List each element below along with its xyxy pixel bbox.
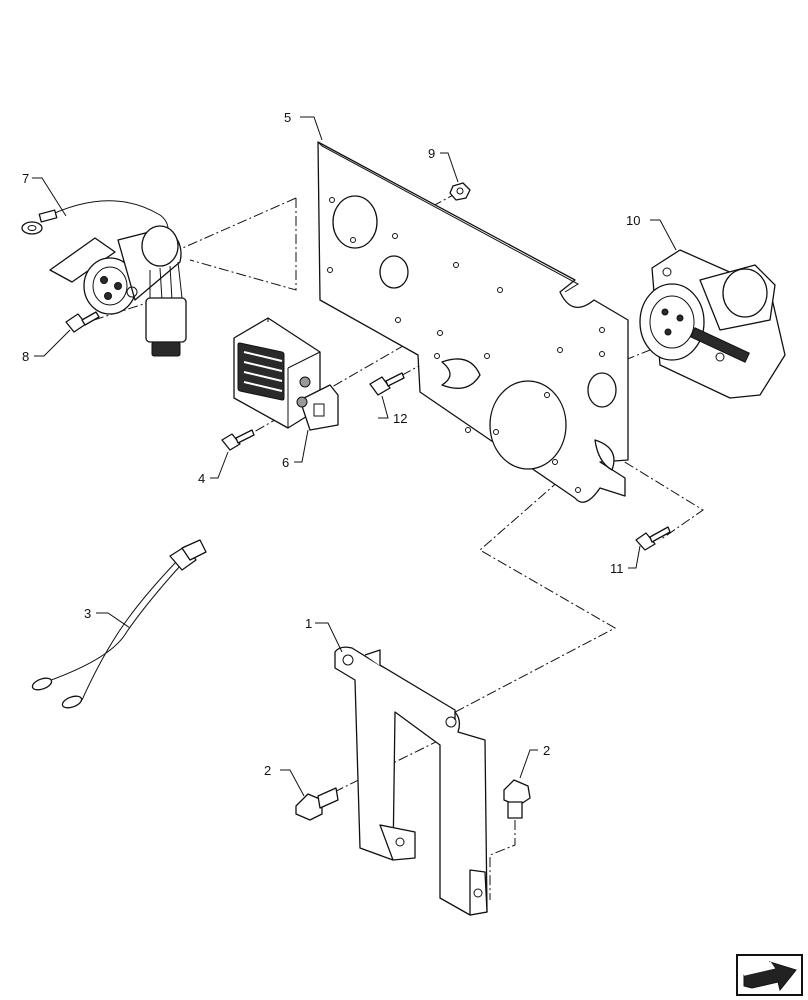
callout-10: 10: [626, 213, 640, 228]
callout-3: 3: [84, 606, 91, 621]
leader-lines: [32, 116, 677, 797]
callout-2-right: 2: [543, 743, 550, 758]
callout-7: 7: [22, 171, 29, 186]
callout-6: 6: [282, 455, 289, 470]
assembly-line-7-8: [189, 198, 297, 291]
assembly-line-2b: [489, 820, 516, 900]
socket-part-10: [639, 249, 786, 399]
bolt-part-2-left: [295, 787, 339, 821]
assembly-line-7-plate: [159, 197, 297, 259]
bracket-part-1: [334, 646, 488, 916]
callout-5: 5: [284, 110, 291, 125]
callouts: 5 7 9 10 8 12 4 6 11 3 1 2 2: [22, 110, 640, 778]
screw-part-11: [635, 526, 671, 551]
nut-part-9: [449, 182, 471, 201]
mounting-plate-part-5: [317, 141, 629, 503]
harness-part-3: [31, 539, 207, 709]
screw-part-4: [221, 429, 255, 451]
next-page-arrow-icon[interactable]: [736, 954, 803, 996]
plate-cutout-lower: [489, 380, 567, 470]
connector-part-7: [21, 200, 187, 357]
callout-1: 1: [305, 616, 312, 631]
screw-part-8: [65, 311, 100, 333]
screw-part-12: [369, 372, 405, 396]
plate-cutout-upper: [332, 195, 378, 249]
callout-9: 9: [428, 146, 435, 161]
callout-11: 11: [610, 561, 624, 576]
callout-12: 12: [393, 411, 407, 426]
bolt-part-2-right: [503, 779, 531, 819]
callout-2-left: 2: [264, 763, 271, 778]
assembly-line-plate-bracket: [439, 444, 617, 721]
callout-4: 4: [198, 471, 205, 486]
callout-8: 8: [22, 349, 29, 364]
alarm-part-6: [233, 317, 339, 431]
